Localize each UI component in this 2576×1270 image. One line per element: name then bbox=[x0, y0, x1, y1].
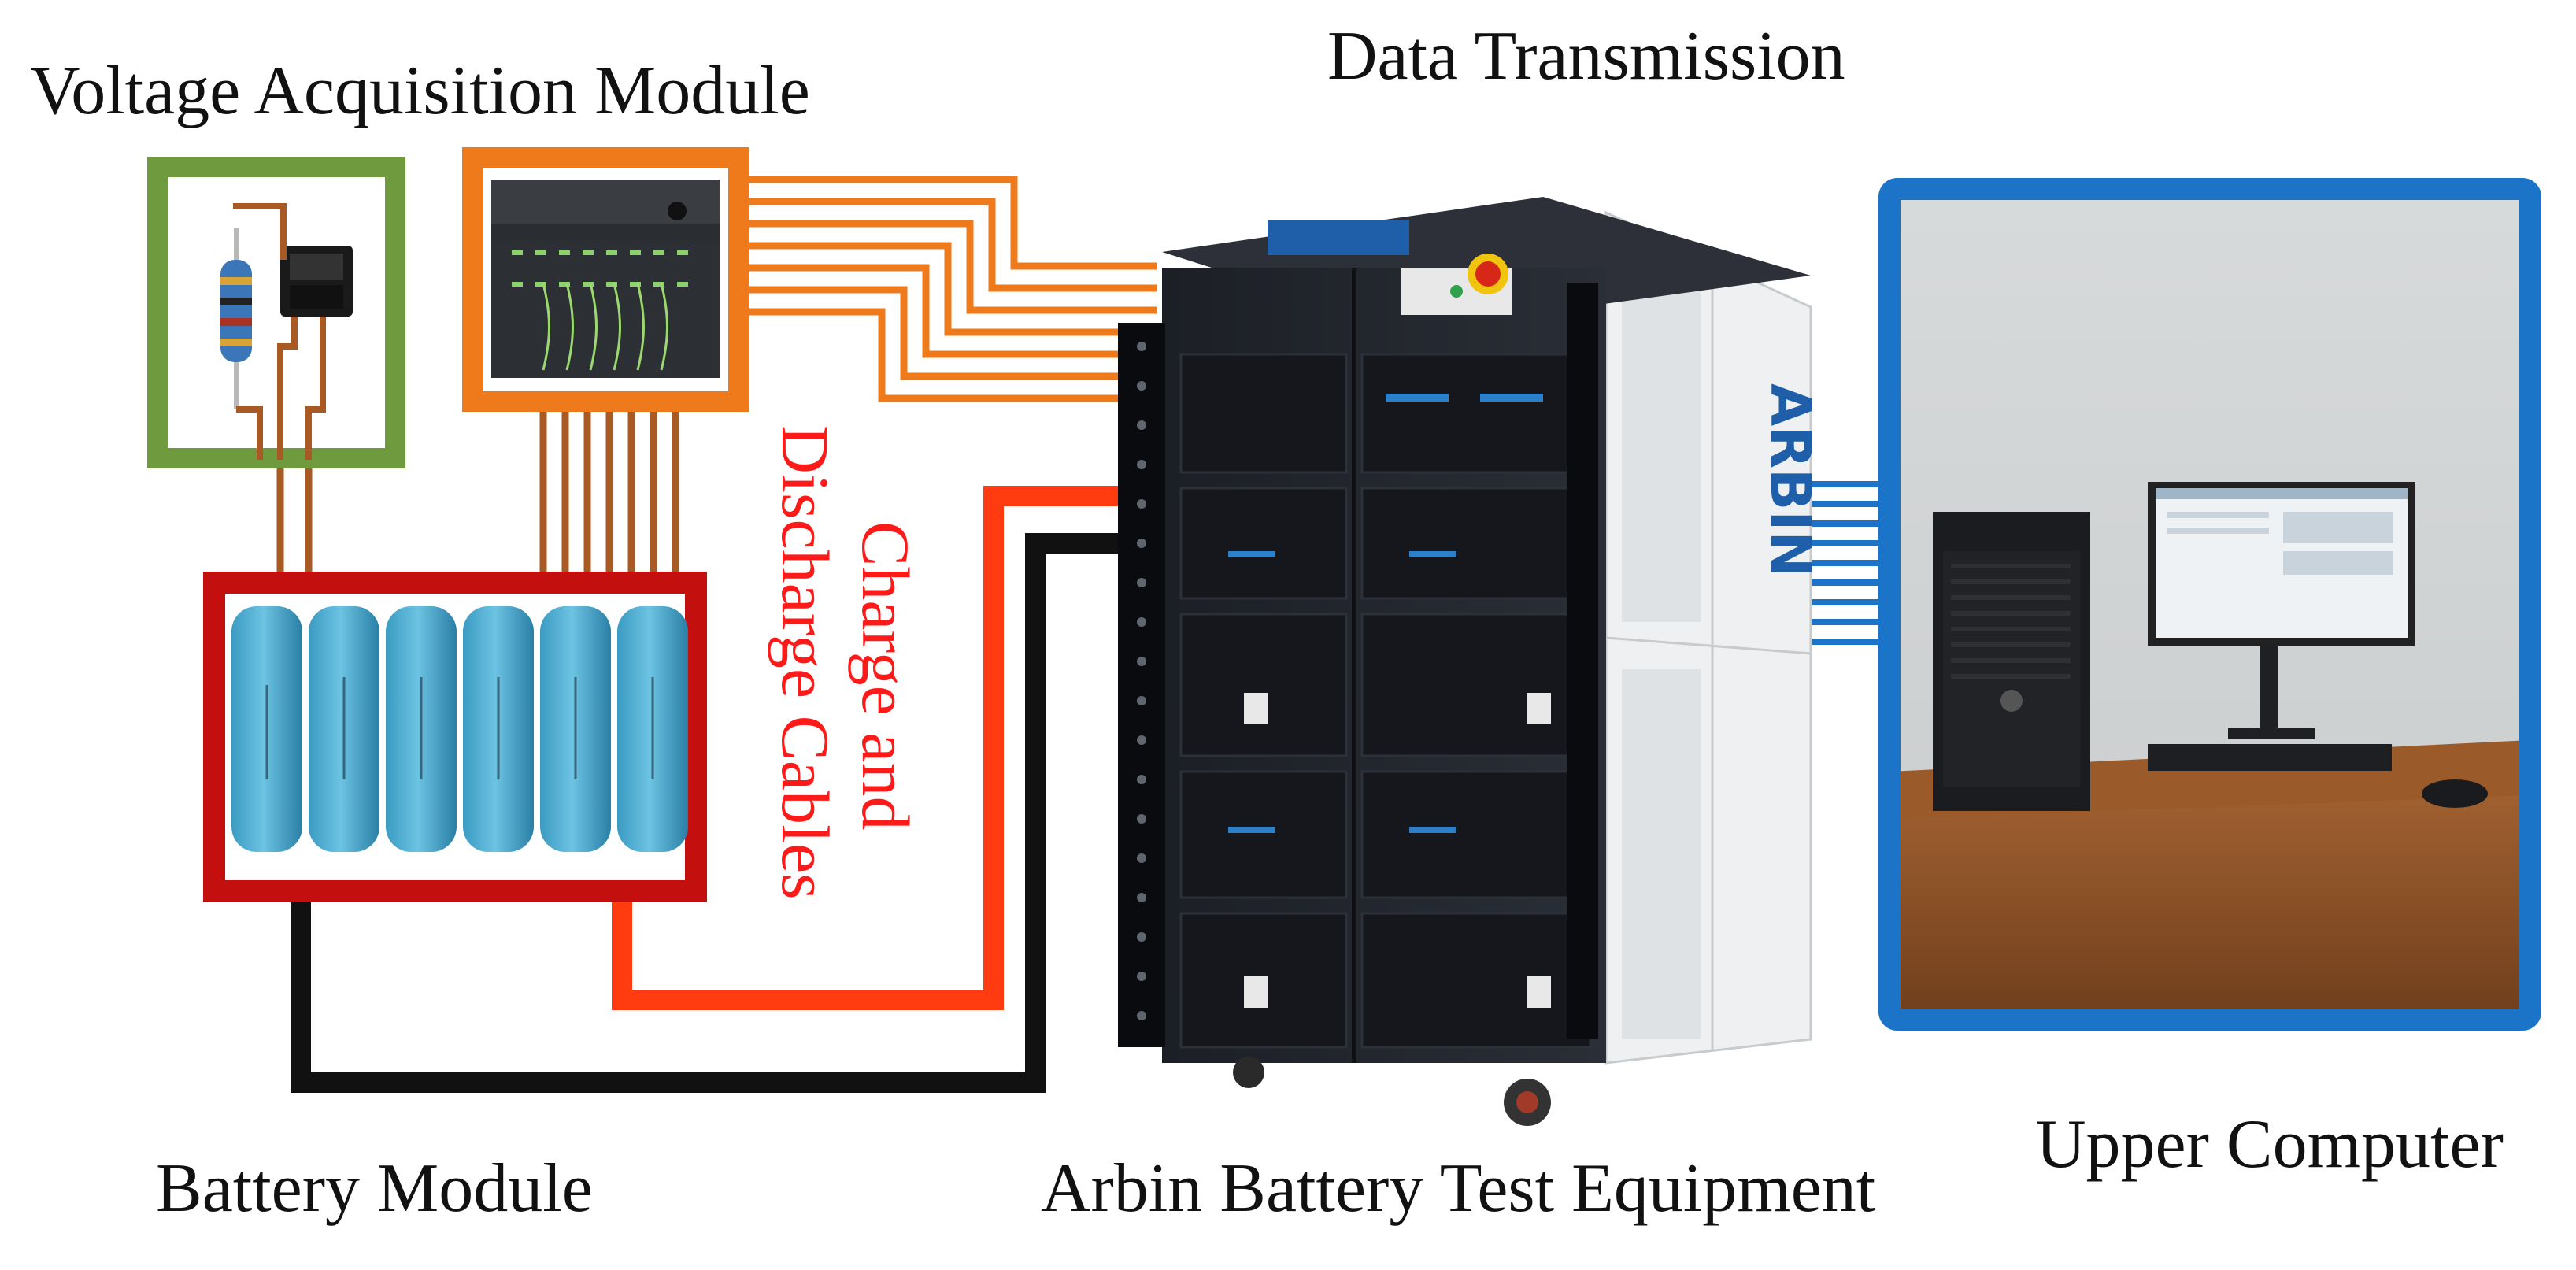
battery-module-box bbox=[203, 572, 707, 902]
rocker-switch-icon bbox=[280, 246, 353, 317]
arbin-logo: ARBIN bbox=[1758, 383, 1823, 577]
vam-to-battery-wires bbox=[539, 409, 679, 573]
data-transmission-cables bbox=[745, 176, 1157, 402]
upper-computer-label: Upper Computer bbox=[2036, 1106, 2504, 1183]
svg-text:ARBIN: ARBIN bbox=[1758, 383, 1823, 577]
discharge-cable-black bbox=[291, 533, 1149, 1093]
data-transmission-label: Data Transmission bbox=[1327, 18, 1845, 94]
battery-module-label: Battery Module bbox=[156, 1150, 593, 1227]
arbin-cabinet: ARBIN bbox=[1118, 197, 1823, 1126]
arbin-equipment-label: Arbin Battery Test Equipment bbox=[1041, 1150, 1876, 1227]
resistor-icon bbox=[220, 228, 252, 409]
computer-data-cables bbox=[1803, 481, 1889, 645]
voltage-acquisition-module-box bbox=[462, 147, 749, 412]
charge-cables-label-line1: Charge and bbox=[848, 521, 923, 831]
upper-computer-photo bbox=[1878, 178, 2541, 1031]
sensor-circuit-box bbox=[147, 157, 405, 468]
charge-cables-label-line2: Discharge Cables bbox=[768, 425, 843, 900]
charge-cable-red bbox=[612, 486, 1149, 1010]
sensor-to-battery-wires bbox=[276, 460, 313, 573]
voltage-acquisition-module-label: Voltage Acquisition Module bbox=[30, 53, 810, 129]
